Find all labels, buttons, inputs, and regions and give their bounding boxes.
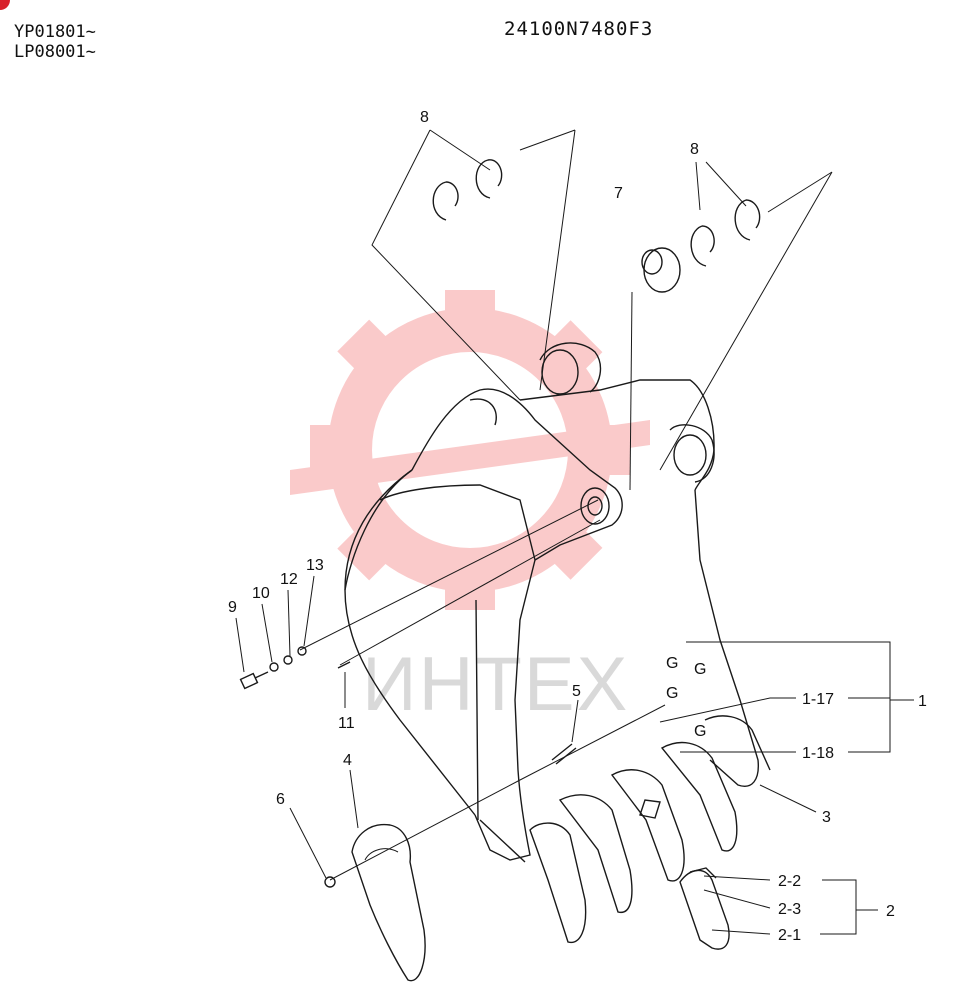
side-cutter-inner [364, 848, 399, 861]
nut-13 [297, 646, 307, 656]
leader-7 [629, 291, 633, 491]
bolt-9 [239, 671, 269, 690]
pin-axis-line [299, 499, 599, 651]
leader-8a [371, 129, 576, 401]
corner-badge [0, 0, 10, 10]
callout-9: 9 [228, 599, 237, 616]
hardware-1-17: G G G G [666, 655, 706, 740]
watermark-text: ИНТЕХ [362, 642, 629, 727]
callout-1-18: 1-18 [802, 745, 834, 762]
serial-range-2: LP08001~ [14, 42, 96, 62]
leader-6 [289, 807, 327, 879]
leader-12 [287, 589, 291, 657]
callout-3: 3 [822, 809, 831, 826]
callout-7: 7 [614, 185, 623, 202]
callout-2-3: 2-3 [778, 901, 801, 918]
callout-2-1: 2-1 [778, 927, 801, 944]
callout-2: 2 [886, 903, 895, 920]
leader-10 [261, 603, 273, 663]
serial-range-1: YP01801~ [14, 22, 96, 42]
leader-13 [303, 575, 315, 647]
callout-5: 5 [572, 683, 581, 700]
pin-11 [337, 661, 351, 669]
pin-ring-right [690, 199, 761, 267]
washer-12 [283, 655, 293, 665]
nut-6 [324, 876, 336, 888]
svg-text:G: G [666, 685, 678, 702]
leader-8b [659, 161, 833, 471]
callout-8b: 8 [690, 141, 699, 158]
callout-8a: 8 [420, 109, 429, 126]
svg-text:G: G [666, 655, 678, 672]
washer-10 [269, 662, 279, 672]
callout-10: 10 [252, 585, 270, 602]
svg-text:G: G [694, 723, 706, 740]
bolt-5 [551, 743, 577, 765]
leader-5 [571, 699, 579, 743]
bucket-body [344, 342, 759, 863]
leader-2-parts [703, 875, 771, 935]
leader-1-bracket [686, 641, 914, 753]
leader-9 [235, 617, 245, 673]
leader-3 [759, 784, 817, 813]
callout-12: 12 [280, 571, 298, 588]
callout-1-17: 1-17 [802, 691, 834, 708]
side-cutter-4 [351, 823, 426, 982]
svg-text:G: G [694, 661, 706, 678]
pin-axis-line-2 [339, 519, 601, 666]
callout-6: 6 [276, 791, 285, 808]
callout-1: 1 [918, 693, 927, 710]
leader-2-bracket [820, 879, 878, 935]
leader-1-17 [659, 697, 890, 723]
callout-13: 13 [306, 557, 324, 574]
callout-11: 11 [338, 715, 355, 732]
watermark-gear-icon [290, 290, 650, 610]
pin-ring-left [432, 159, 503, 221]
side-cutter-bolt-line [329, 704, 666, 881]
bushing-7 [641, 247, 681, 293]
bucket-teeth [529, 715, 771, 943]
part-number: 24100N7480F3 [504, 18, 654, 40]
leader-4 [349, 769, 359, 829]
callout-4: 4 [343, 752, 352, 769]
tooth-assembly-2 [679, 867, 730, 950]
callout-2-2: 2-2 [778, 873, 801, 890]
